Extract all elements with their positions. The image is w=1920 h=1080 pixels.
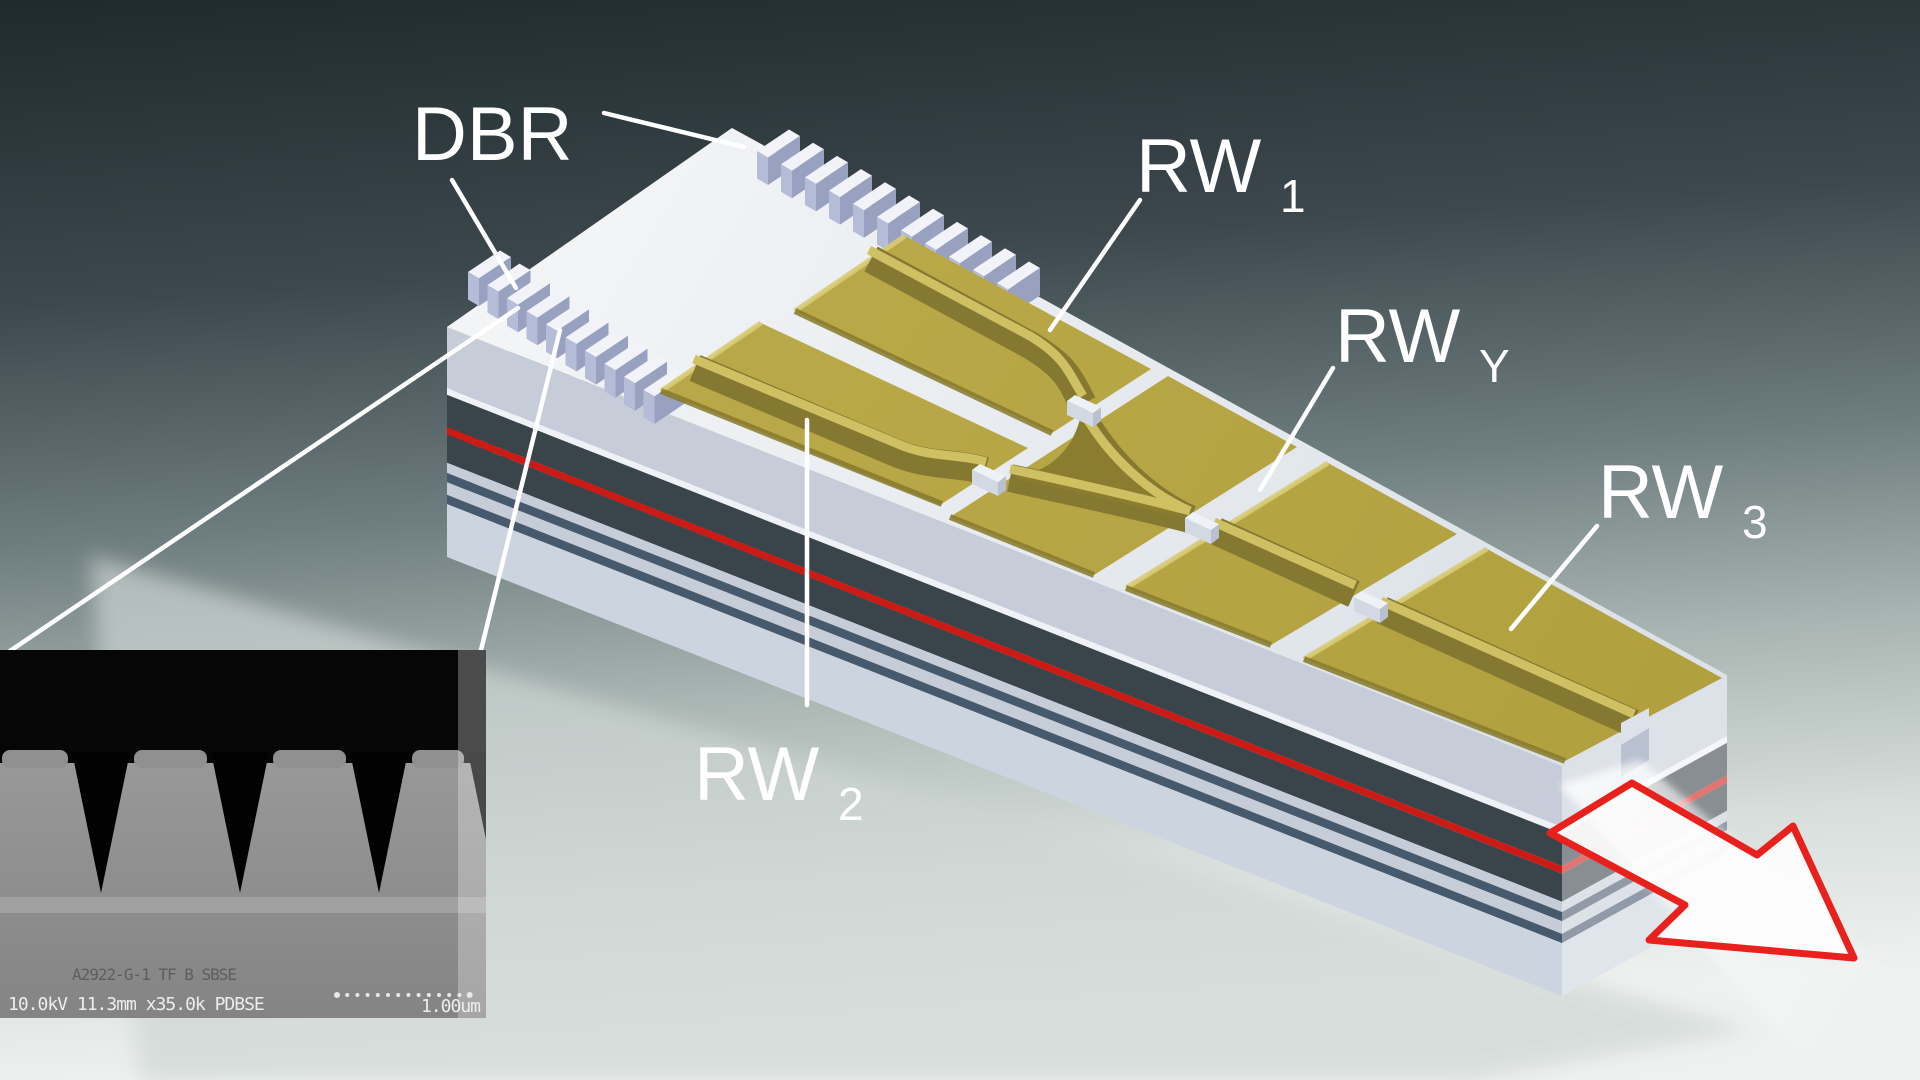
ridge-rwy-highlight [1212, 517, 1357, 590]
ridge-rw3-highlight [1379, 596, 1636, 719]
front-facet-layer [447, 462, 1562, 913]
label-rw3-subscript: 3 [1742, 496, 1768, 548]
sem-scale-dot [447, 993, 452, 997]
leader-sem-cone-right [477, 327, 563, 657]
ridge-rw3 [1376, 597, 1639, 736]
label-rw1-subscript: 1 [1280, 170, 1306, 222]
sem-right-strip [458, 650, 486, 1018]
leader-rwy [1257, 365, 1336, 493]
front-facet-layer [447, 434, 1562, 902]
waveguide-ridges [689, 246, 1639, 736]
sem-scale-dots [334, 992, 473, 998]
leader-lines [1, 110, 1600, 708]
ridge-rw1-highlight [866, 246, 1087, 399]
label-dbr: DBR [412, 92, 572, 177]
sem-scale-dot [396, 993, 401, 997]
leader-rw3 [1508, 523, 1600, 632]
sem-black-top [0, 650, 486, 763]
label-rw1: RW [1136, 124, 1262, 209]
gap-bridge-blocks [972, 395, 1388, 623]
gap-bridge [1185, 512, 1219, 544]
sem-info-text: 10.0kV 11.3mm x35.0k PDBSE [8, 994, 264, 1015]
sem-scale-dot [406, 993, 411, 997]
pad-dark-bevels [659, 308, 1567, 764]
y-junction-fill [1012, 404, 1190, 519]
output-light-arrow [1546, 779, 1858, 962]
sem-scale-dot [355, 993, 360, 997]
front-facet-layer [447, 327, 1562, 827]
leader-sem-cone-left [1, 305, 521, 658]
leader-dbr-bottom [449, 177, 519, 291]
sem-scale-dot [334, 992, 340, 998]
sem-etched-grooves [72, 752, 486, 893]
sem-scale-dot [345, 993, 350, 997]
sem-inset: A2922-G-1 TF B SBSE 10.0kV 11.3mm x35.0k… [0, 650, 486, 1018]
sem-scale-dot [375, 993, 380, 997]
sem-scale-dot [457, 993, 462, 997]
gap-bridge [972, 464, 1006, 496]
sem-scale-dot [437, 993, 441, 997]
sem-scale-dot [365, 993, 370, 997]
sem-scale-dot [466, 992, 473, 998]
front-facet-layer [447, 427, 1562, 874]
ridge-rw2-highlight [692, 354, 988, 467]
front-facet-layer [447, 387, 1562, 834]
sem-interface-band [0, 897, 486, 913]
ridge-rw2-ybranch-highlight [1009, 464, 1192, 516]
front-facet-layer [447, 482, 1562, 934]
label-rw2-subscript: 2 [838, 778, 864, 830]
gap-bridge [1354, 591, 1388, 623]
label-rwy-subscript: Y [1479, 340, 1510, 392]
label-rw3: RW [1598, 450, 1724, 535]
sem-scale-dot [416, 993, 421, 997]
labels: DBR RW 1 RW Y RW 3 RW 2 [412, 92, 1768, 830]
leader-rw1 [1047, 197, 1143, 333]
sem-mesa-tops [2, 750, 464, 768]
ridge-rwy [1210, 518, 1360, 607]
sem-sample-watermark: A2922-G-1 TF B SBSE [72, 965, 236, 984]
sem-scale-dot [426, 993, 431, 997]
label-rwy: RW [1335, 294, 1461, 379]
front-facet-layer [447, 473, 1562, 922]
chip-shadow [90, 556, 1752, 1080]
front-facet-layer [447, 494, 1562, 944]
leader-dbr-top [601, 110, 747, 150]
front-facet-layer [447, 394, 1562, 867]
laser-chip [447, 128, 1727, 996]
gap-bridge [1067, 395, 1101, 427]
sem-scale-label: 1.00um [421, 996, 480, 1017]
front-facet-layer [447, 504, 1562, 996]
label-rw2: RW [694, 732, 820, 817]
sem-scale-dot [386, 993, 390, 997]
